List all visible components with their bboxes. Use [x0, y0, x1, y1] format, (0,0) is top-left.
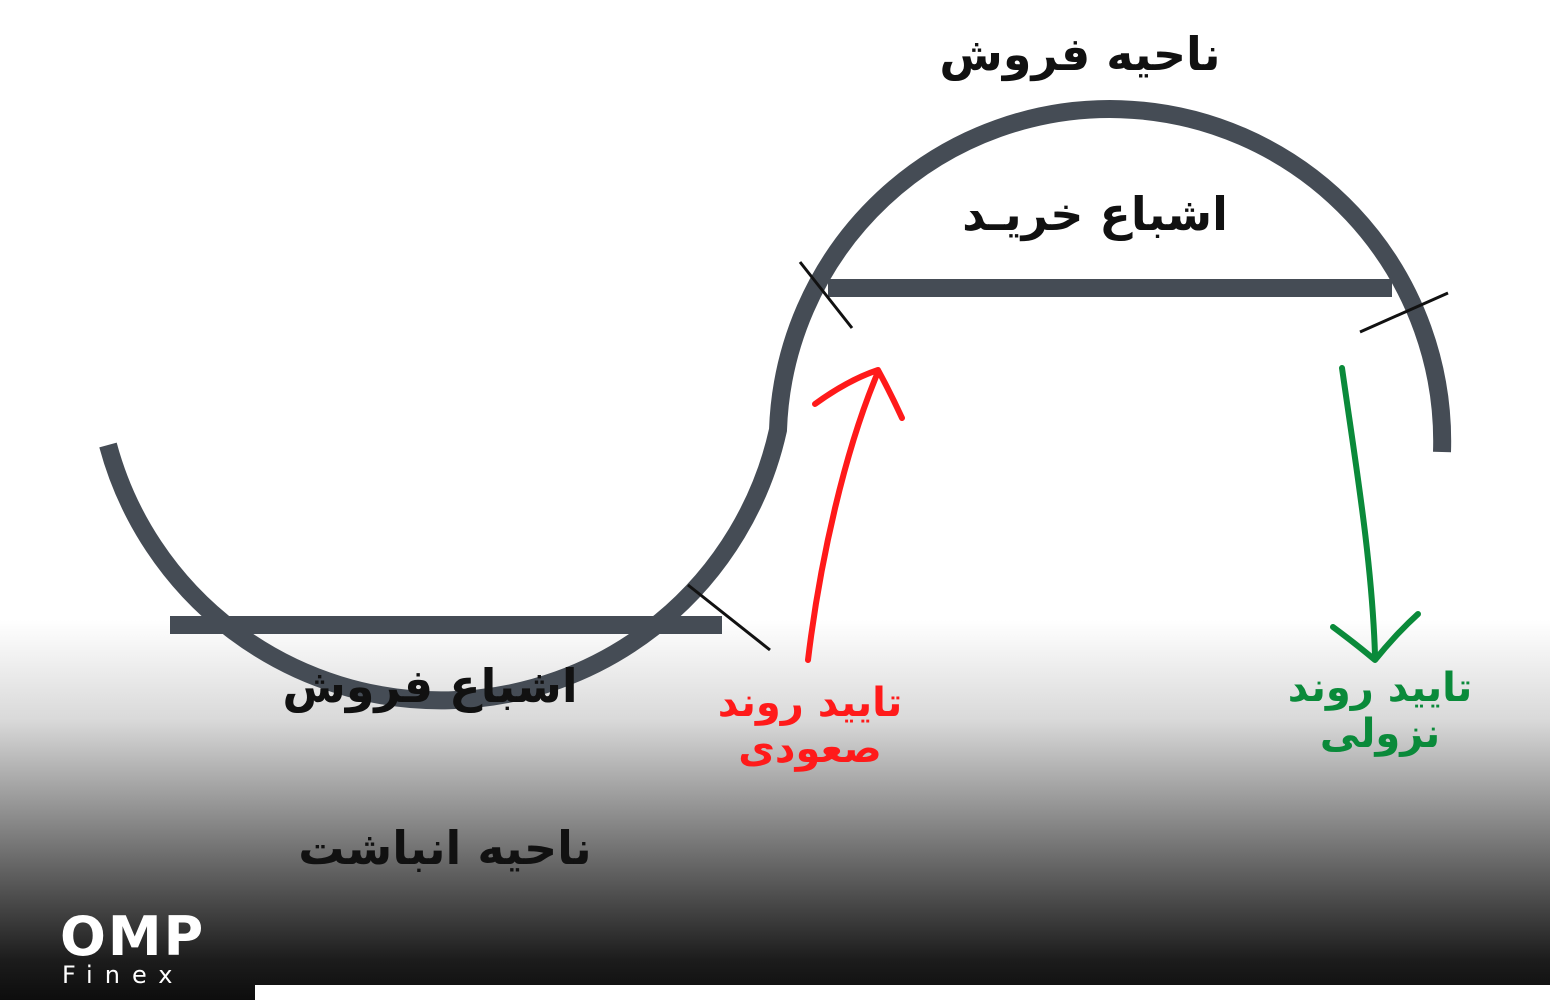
tick-mark-top-right	[1359, 291, 1449, 334]
accumulation-zone-label: ناحیه انباشت	[298, 821, 592, 875]
tick-mark-top-left	[798, 261, 854, 329]
downtrend-confirm-line1: تایید روند	[1287, 665, 1473, 711]
uptrend-confirm-line1: تایید روند	[717, 680, 903, 726]
uptrend-arrow	[805, 367, 905, 663]
omp-finex-logo: OMP Finex	[40, 905, 250, 995]
logo-main-text: OMP	[60, 905, 206, 968]
distribution-zone-label: ناحیه فروش	[939, 27, 1221, 81]
overbought-label: اشباع خریـد	[962, 187, 1228, 241]
oversold-label: اشباع فروش	[282, 659, 578, 713]
logo-sub-text: Finex	[62, 961, 185, 989]
uptrend-confirm-label: تایید روند صعودی	[700, 680, 920, 772]
cycle-wave-curve	[99, 99, 1452, 710]
downtrend-confirm-line2: نزولی	[1319, 711, 1441, 757]
tick-mark-bottom	[687, 583, 771, 652]
uptrend-confirm-line2: صعودی	[738, 726, 882, 772]
downtrend-confirm-label: تایید روند نزولی	[1270, 665, 1490, 757]
bottom-strip	[255, 985, 1550, 1000]
downtrend-arrow	[1330, 365, 1421, 663]
